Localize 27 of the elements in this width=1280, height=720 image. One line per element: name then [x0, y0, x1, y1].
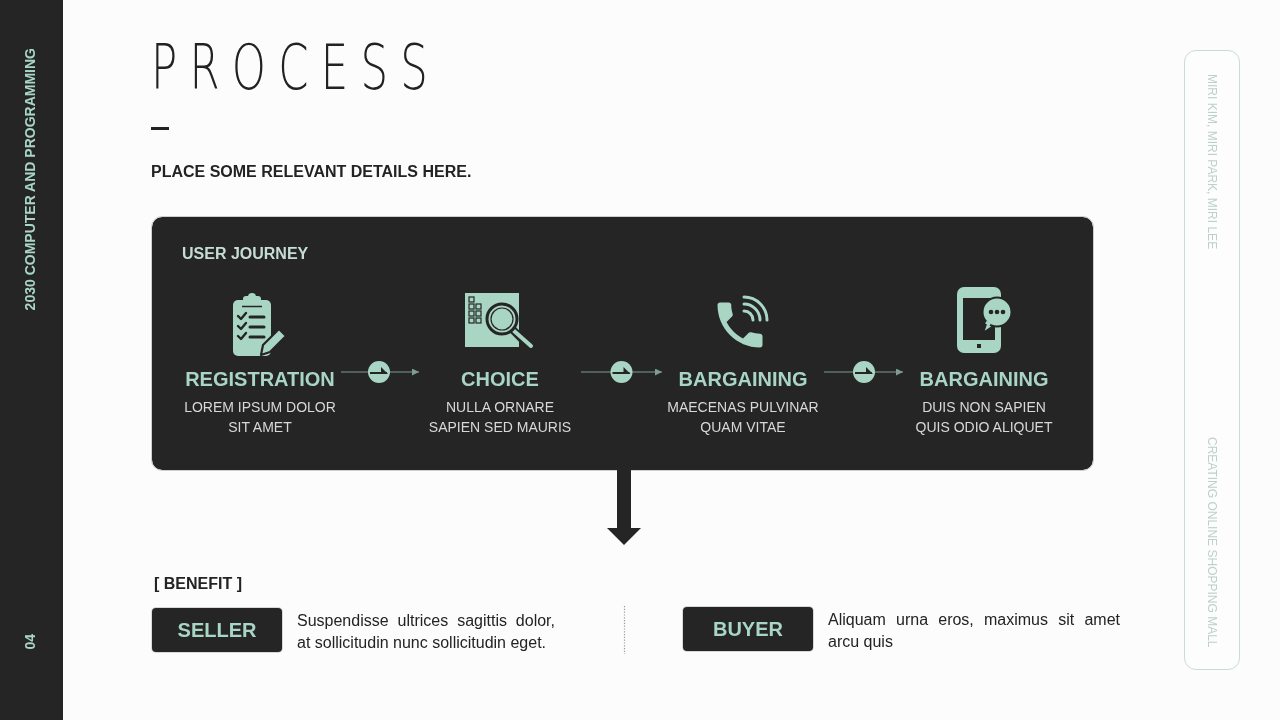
side-frame	[1184, 50, 1240, 670]
page-number: 04	[22, 634, 38, 650]
step-title: CHOICE	[461, 367, 539, 391]
step-description: DUIS NON SAPIEN QUIS ODIO ALIQUET	[914, 398, 1054, 437]
sidebar-title: 2030 COMPUTER AND PROGRAMMING	[22, 48, 38, 311]
arrow-connector	[340, 361, 420, 383]
author-names: MIRI KIM, MIRI PARK, MIRI LEE	[1205, 74, 1219, 250]
role-tag: BUYER	[683, 607, 813, 651]
step-description: NULLA ORNARE SAPIEN SED MAURIS	[427, 398, 573, 437]
benefit-description: Aliquam urna eros, maximus sit amet arcu quis	[828, 610, 1120, 652]
slide-title: PROCESS	[151, 32, 441, 104]
block-arrow	[607, 470, 641, 545]
panel-heading: USER JOURNEY	[182, 244, 309, 264]
step-title: BARGAINING	[919, 367, 1049, 391]
arrow-connector	[580, 361, 663, 383]
benefit-description: Suspendisse ultrices sagittis dolor, at sollicitudin nunc sollicitudin eget.	[297, 611, 555, 653]
project-title: CREATING ONLINE SHOPPING MALL	[1205, 437, 1219, 648]
arrow-connector	[823, 361, 904, 383]
journey-panel	[152, 217, 1093, 470]
role-tag: SELLER	[152, 608, 282, 652]
step-title: BARGAINING	[678, 367, 808, 391]
section-heading: [ BENEFIT ]	[154, 574, 242, 594]
step-description: MAECENAS PULVINAR QUAM VITAE	[666, 398, 820, 437]
step-description: LOREM IPSUM DOLOR SIT AMET	[183, 398, 337, 437]
subtitle: PLACE SOME RELEVANT DETAILS HERE.	[151, 162, 472, 182]
sidebar	[0, 0, 63, 720]
step-title: REGISTRATION	[185, 367, 335, 391]
